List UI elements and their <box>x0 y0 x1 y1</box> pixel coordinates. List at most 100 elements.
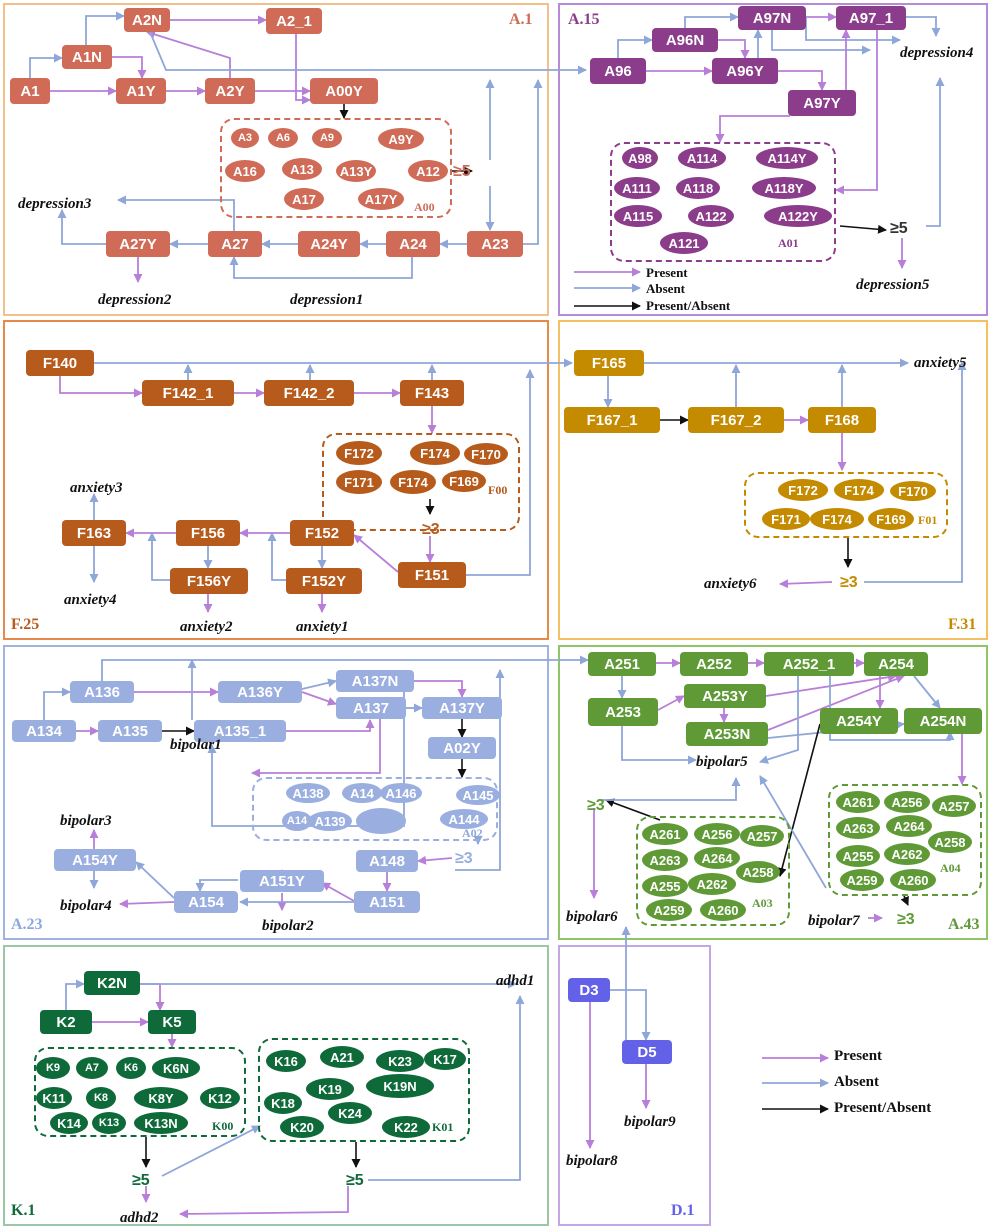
node-f151[interactable]: F151 <box>398 562 466 588</box>
node-a24[interactable]: A24 <box>386 231 440 257</box>
group-item[interactable]: K24 <box>328 1102 372 1124</box>
group-item[interactable]: K19N <box>366 1074 434 1098</box>
node-a02y[interactable]: A02Y <box>428 737 496 759</box>
group-item[interactable]: K9 <box>36 1057 70 1079</box>
group-item[interactable]: K22 <box>382 1116 430 1138</box>
node-a253n[interactable]: A253N <box>686 722 768 746</box>
node-a23[interactable]: A23 <box>467 231 523 257</box>
node-f167-2[interactable]: F167_2 <box>688 407 784 433</box>
group-item[interactable]: A111 <box>614 177 660 199</box>
group-item[interactable]: A256 <box>884 791 930 813</box>
group-item[interactable]: A118Y <box>752 177 816 199</box>
node-d3[interactable]: D3 <box>568 978 610 1002</box>
group-item[interactable]: K23 <box>376 1050 424 1072</box>
node-f165[interactable]: F165 <box>574 350 644 376</box>
group-item[interactable]: K19 <box>306 1078 354 1100</box>
group-item[interactable]: A257 <box>740 825 784 847</box>
group-item[interactable]: A115 <box>614 205 662 227</box>
group-item[interactable]: K16 <box>266 1050 306 1072</box>
group-item[interactable]: A122Y <box>764 205 832 227</box>
group-item[interactable]: F170 <box>464 443 508 465</box>
group-item[interactable]: A12 <box>408 160 448 182</box>
group-item[interactable]: A9Y <box>378 128 424 150</box>
node-f163[interactable]: F163 <box>62 520 126 546</box>
node-a136[interactable]: A136 <box>70 681 134 703</box>
node-f167-1[interactable]: F167_1 <box>564 407 660 433</box>
node-a96n[interactable]: A96N <box>652 28 718 52</box>
node-a137n[interactable]: A137N <box>336 670 414 692</box>
group-item[interactable]: A114Y <box>756 147 818 169</box>
node-f140[interactable]: F140 <box>26 350 94 376</box>
node-a154[interactable]: A154 <box>174 891 238 913</box>
group-item[interactable]: K13 <box>92 1112 126 1134</box>
group-item[interactable]: F174 <box>390 470 436 494</box>
node-a97y[interactable]: A97Y <box>788 90 856 116</box>
node-f152[interactable]: F152 <box>290 520 354 546</box>
node-a135[interactable]: A135 <box>98 720 162 742</box>
group-item[interactable]: F172 <box>336 441 382 465</box>
group-item[interactable]: A7 <box>76 1057 108 1079</box>
node-a1y[interactable]: A1Y <box>116 78 166 104</box>
node-f152y[interactable]: F152Y <box>286 568 362 594</box>
group-item[interactable]: A263 <box>836 817 880 839</box>
node-a137y[interactable]: A137Y <box>422 697 502 719</box>
node-a97n[interactable]: A97N <box>738 6 806 30</box>
node-a151y[interactable]: A151Y <box>240 870 324 892</box>
node-f143[interactable]: F143 <box>400 380 464 406</box>
group-item[interactable]: A122 <box>688 205 734 227</box>
group-item[interactable]: A258 <box>928 831 972 853</box>
group-item[interactable]: A256 <box>694 823 740 845</box>
group-item[interactable]: A121 <box>660 232 708 254</box>
node-a2-1[interactable]: A2_1 <box>266 8 322 34</box>
group-item[interactable]: A145 <box>456 785 500 805</box>
node-a97-1[interactable]: A97_1 <box>836 6 906 30</box>
group-item[interactable]: K13N <box>134 1112 188 1134</box>
group-item[interactable]: A262 <box>884 843 930 865</box>
node-a00y[interactable]: A00Y <box>310 78 378 104</box>
node-a254[interactable]: A254 <box>864 652 928 676</box>
group-item[interactable]: A261 <box>836 791 880 813</box>
group-item[interactable]: K14 <box>50 1112 88 1134</box>
group-item[interactable]: K6N <box>152 1057 200 1079</box>
group-item[interactable]: K8 <box>86 1087 116 1109</box>
group-item[interactable]: A255 <box>836 845 880 867</box>
group-item[interactable]: A260 <box>890 869 936 891</box>
node-a2y[interactable]: A2Y <box>205 78 255 104</box>
node-f142-1[interactable]: F142_1 <box>142 380 234 406</box>
node-a136y[interactable]: A136Y <box>218 681 302 703</box>
node-a253y[interactable]: A253Y <box>684 684 766 708</box>
node-k2[interactable]: K2 <box>40 1010 92 1034</box>
group-item[interactable]: A258 <box>736 861 780 883</box>
group-item[interactable]: K20 <box>280 1116 324 1138</box>
node-a134[interactable]: A134 <box>12 720 76 742</box>
group-item[interactable]: F169 <box>442 470 486 492</box>
group-item[interactable]: A17 <box>284 188 324 210</box>
node-a96y[interactable]: A96Y <box>712 58 778 84</box>
group-item[interactable]: A14 <box>282 811 312 831</box>
group-item[interactable]: A6 <box>268 128 298 148</box>
group-item[interactable]: A146 <box>380 783 422 803</box>
node-k2n[interactable]: K2N <box>84 971 140 995</box>
group-item[interactable]: A264 <box>886 815 932 837</box>
group-item[interactable]: A17Y <box>358 188 404 210</box>
node-a252[interactable]: A252 <box>680 652 748 676</box>
group-item[interactable]: K17 <box>424 1048 466 1070</box>
node-a151[interactable]: A151 <box>354 891 420 913</box>
node-k5[interactable]: K5 <box>148 1010 196 1034</box>
group-item[interactable]: A9 <box>312 128 342 148</box>
node-f168[interactable]: F168 <box>808 407 876 433</box>
node-f142-2[interactable]: F142_2 <box>264 380 354 406</box>
node-a135-1[interactable]: A135_1 <box>194 720 286 742</box>
node-a2n[interactable]: A2N <box>124 8 170 32</box>
group-item[interactable]: A21 <box>320 1046 364 1068</box>
group-item[interactable]: K11 <box>36 1087 72 1109</box>
group-item[interactable]: F172 <box>778 479 828 501</box>
node-f156y[interactable]: F156Y <box>170 568 248 594</box>
node-d5[interactable]: D5 <box>622 1040 672 1064</box>
node-a27[interactable]: A27 <box>208 231 262 257</box>
group-item[interactable]: K12 <box>200 1087 240 1109</box>
node-a154y[interactable]: A154Y <box>54 849 136 871</box>
group-item[interactable]: A260 <box>700 899 746 921</box>
group-item[interactable]: A13Y <box>336 160 376 182</box>
group-item[interactable]: A263 <box>642 849 688 871</box>
